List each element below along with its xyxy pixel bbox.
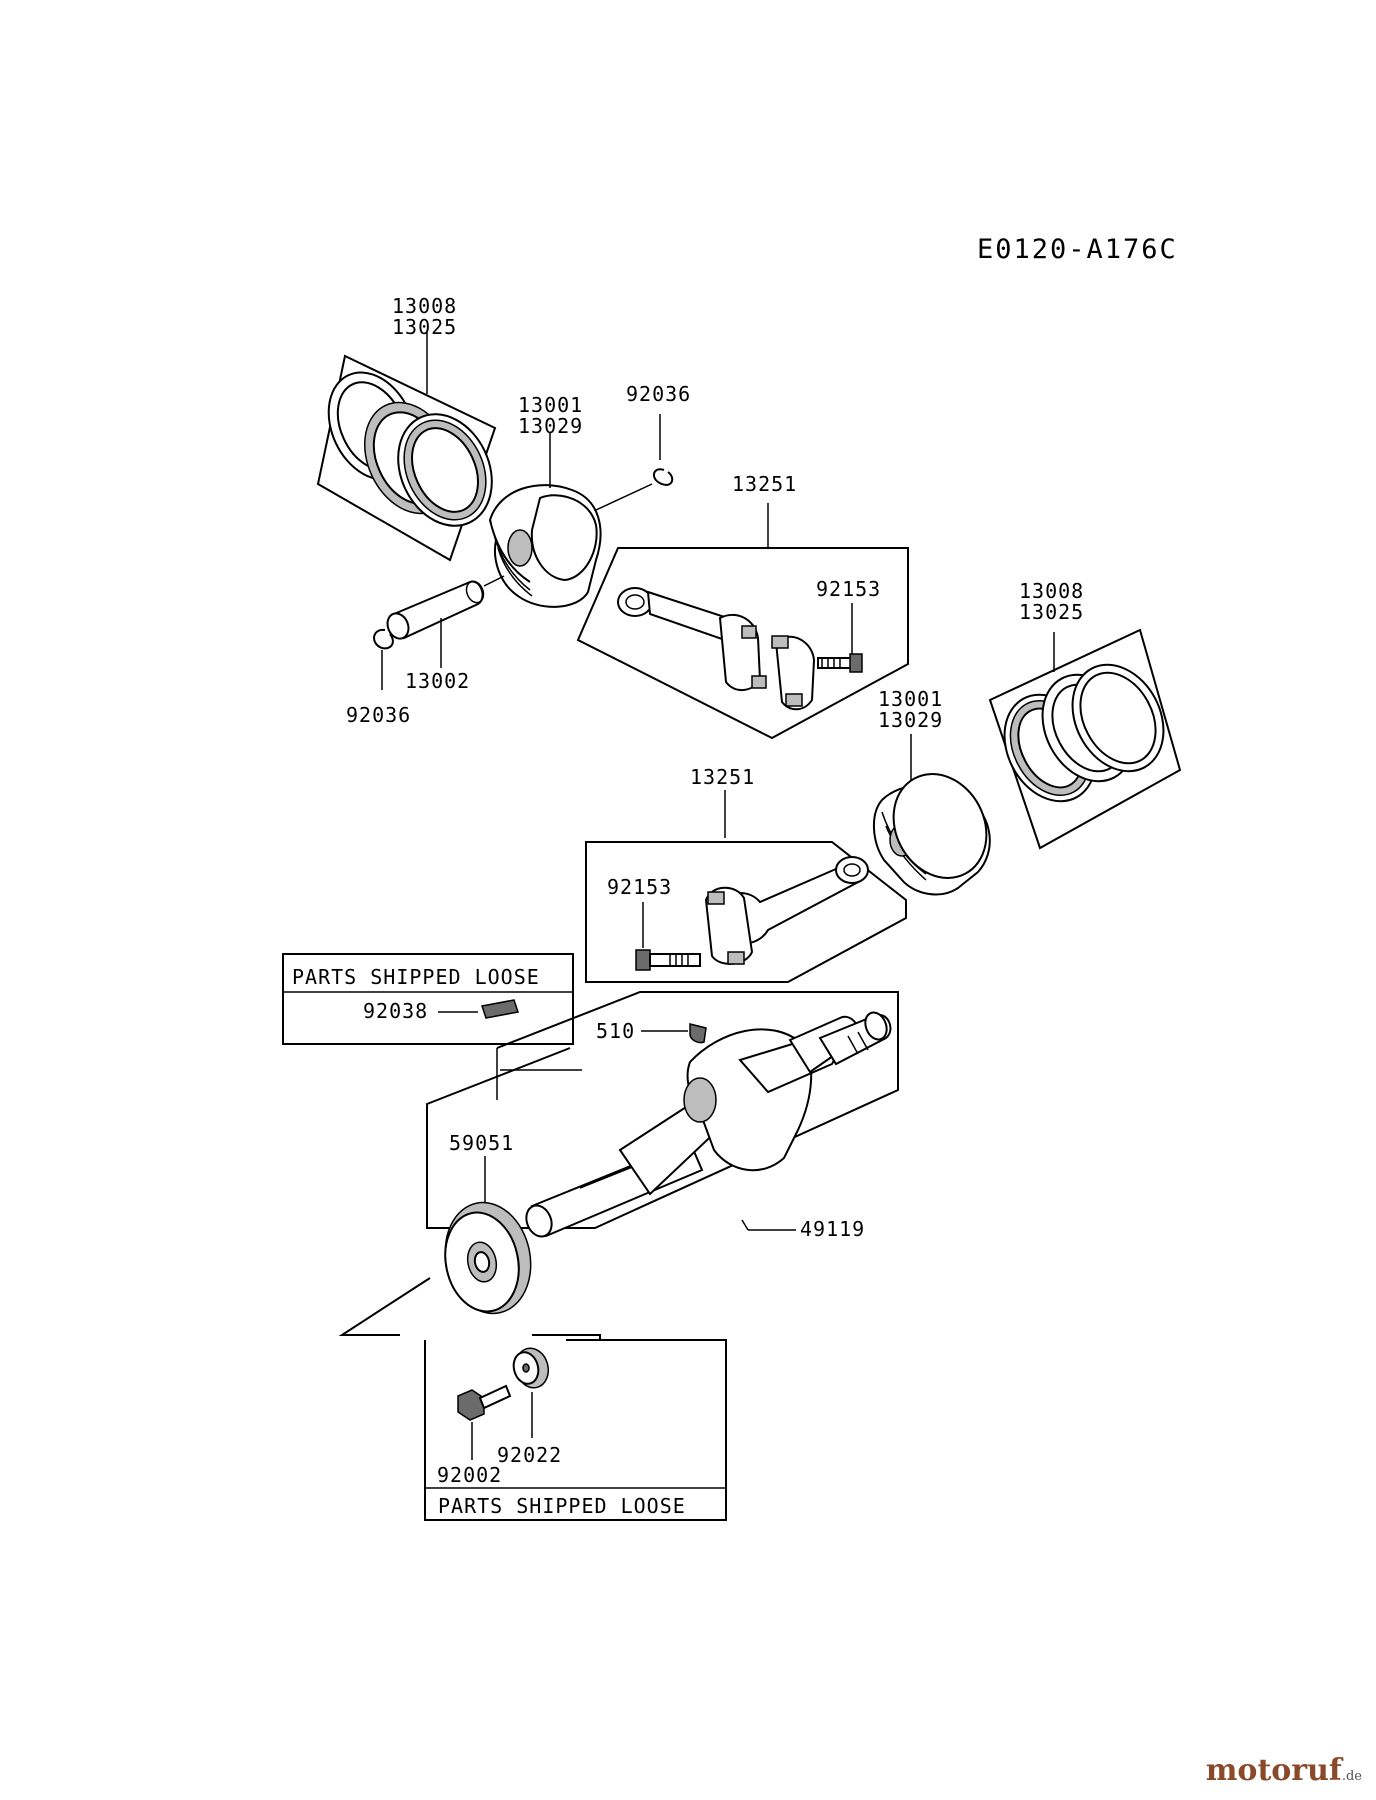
label-piston-left-b: 13029 — [518, 414, 583, 438]
loose-box-top-title: PARTS SHIPPED LOOSE — [292, 965, 540, 989]
connecting-rod-top[interactable] — [617, 587, 767, 691]
label-clip-top: 92036 — [626, 382, 691, 406]
label-woodruff-key: 510 — [596, 1019, 635, 1043]
bolt-top[interactable] — [817, 653, 863, 673]
label-piston-right-b: 13029 — [878, 708, 943, 732]
circlip-top[interactable] — [653, 468, 674, 486]
crank-gear[interactable] — [435, 1194, 540, 1321]
diagram-code: E0120-A176C — [977, 234, 1178, 265]
label-key-loose: 92038 — [363, 999, 428, 1023]
piston-rings-right[interactable] — [987, 649, 1182, 817]
piston-left[interactable] — [488, 484, 602, 608]
label-rings-left-b: 13025 — [392, 315, 457, 339]
label-crankshaft: 49119 — [800, 1217, 865, 1241]
bolt-loose[interactable] — [457, 1384, 512, 1421]
label-bolt-loose: 92002 — [437, 1463, 502, 1487]
label-rod-top: 13251 — [732, 472, 797, 496]
label-pin: 13002 — [405, 669, 470, 693]
watermark-logo: motoruf.de — [1205, 1753, 1362, 1788]
loose-box-bottom-title: PARTS SHIPPED LOOSE — [438, 1494, 686, 1518]
woodruff-key[interactable] — [689, 1023, 707, 1044]
bolt-bottom[interactable] — [635, 949, 701, 971]
rod-cap-top[interactable] — [771, 635, 816, 711]
rod-top-outline — [576, 547, 909, 740]
rings-right-outline — [988, 628, 1182, 850]
label-rings-right-a: 13008 — [1019, 579, 1084, 603]
leader-lower-box — [338, 1277, 431, 1336]
piston-rings-left[interactable] — [312, 354, 509, 562]
label-piston-left-a: 13001 — [518, 393, 583, 417]
label-bolt-top: 92153 — [816, 577, 881, 601]
label-rod-bottom: 13251 — [690, 765, 755, 789]
circlip-bottom[interactable] — [373, 628, 394, 650]
loose-box-bottom — [424, 1339, 727, 1521]
rod-bottom-outline — [585, 841, 907, 983]
crankshaft[interactable] — [522, 1009, 892, 1240]
leader-lower-box-right — [532, 1334, 601, 1340]
label-gear: 59051 — [449, 1131, 514, 1155]
washer-loose[interactable] — [510, 1345, 552, 1392]
connecting-rod-bottom[interactable] — [704, 856, 869, 965]
label-bolt-bottom: 92153 — [607, 875, 672, 899]
piston-pin[interactable] — [384, 579, 487, 642]
loose-box-top — [282, 953, 574, 1045]
label-clip-bottom: 92036 — [346, 703, 411, 727]
key-loose[interactable] — [481, 999, 519, 1019]
label-rings-left-a: 13008 — [392, 294, 457, 318]
label-rings-right-b: 13025 — [1019, 600, 1084, 624]
label-piston-right-a: 13001 — [878, 687, 943, 711]
piston-right[interactable] — [872, 758, 1004, 896]
label-washer-loose: 92022 — [497, 1443, 562, 1467]
